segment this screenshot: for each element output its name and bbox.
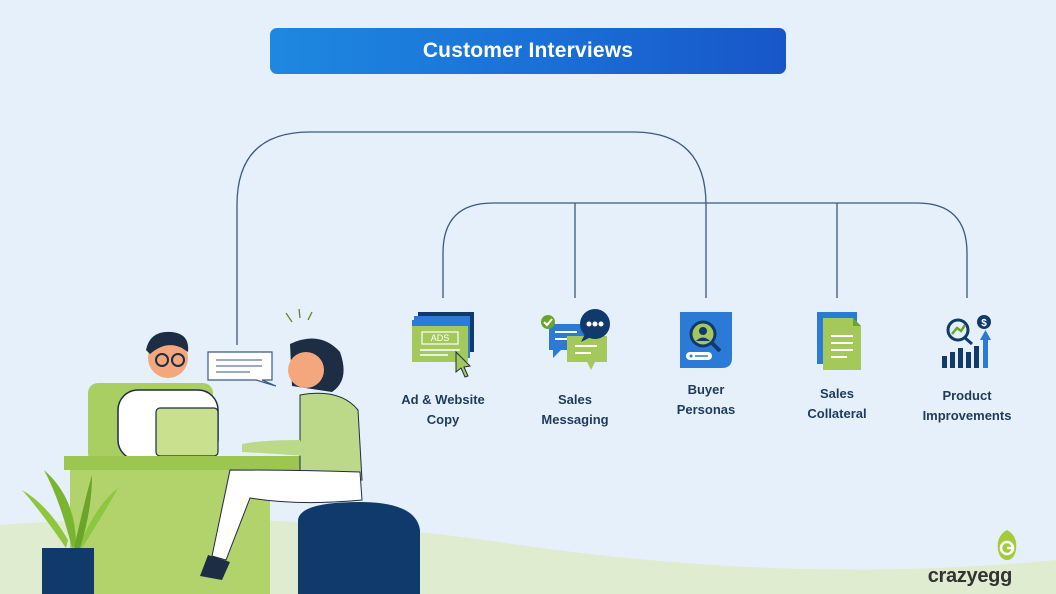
node-ad-website-copy: ADS Ad & Website Copy — [383, 310, 503, 430]
node-label: Sales Collateral — [807, 386, 867, 421]
node-product-improvements: $ Product Improvements — [907, 310, 1027, 426]
ads-browser-icon: ADS — [412, 312, 474, 378]
documents-icon — [817, 312, 861, 370]
attention-marks — [285, 308, 313, 323]
ottoman — [298, 502, 420, 594]
svg-text:ADS: ADS — [431, 333, 450, 343]
chat-bubbles-icon — [541, 309, 610, 370]
crazyegg-logo: crazyegg — [927, 530, 1017, 588]
node-sales-messaging: Sales Messaging — [515, 306, 635, 430]
node-label: Buyer Personas — [676, 382, 736, 417]
branch-bar-line — [442, 202, 968, 298]
persona-search-icon — [680, 312, 732, 368]
brand-name: crazyegg — [927, 565, 1013, 587]
speech-bubble-icon — [207, 351, 277, 387]
growth-chart-icon: $ — [942, 315, 991, 368]
node-label: Ad & Website Copy — [401, 392, 485, 427]
main-arch-line — [236, 131, 707, 345]
desk-top — [64, 456, 334, 470]
node-label: Sales Messaging — [541, 392, 609, 427]
node-buyer-personas: Buyer Personas — [646, 308, 766, 420]
interviewer-figure — [117, 331, 219, 461]
svg-text:$: $ — [981, 318, 987, 329]
title-banner: Customer Interviews — [270, 28, 786, 74]
node-sales-collateral: Sales Collateral — [777, 308, 897, 424]
node-label: Product Improvements — [922, 388, 1012, 423]
crazyegg-logo-icon — [997, 530, 1017, 560]
interviewee-figure — [200, 338, 363, 580]
page-title: Customer Interviews — [422, 39, 634, 62]
plant — [22, 470, 118, 594]
